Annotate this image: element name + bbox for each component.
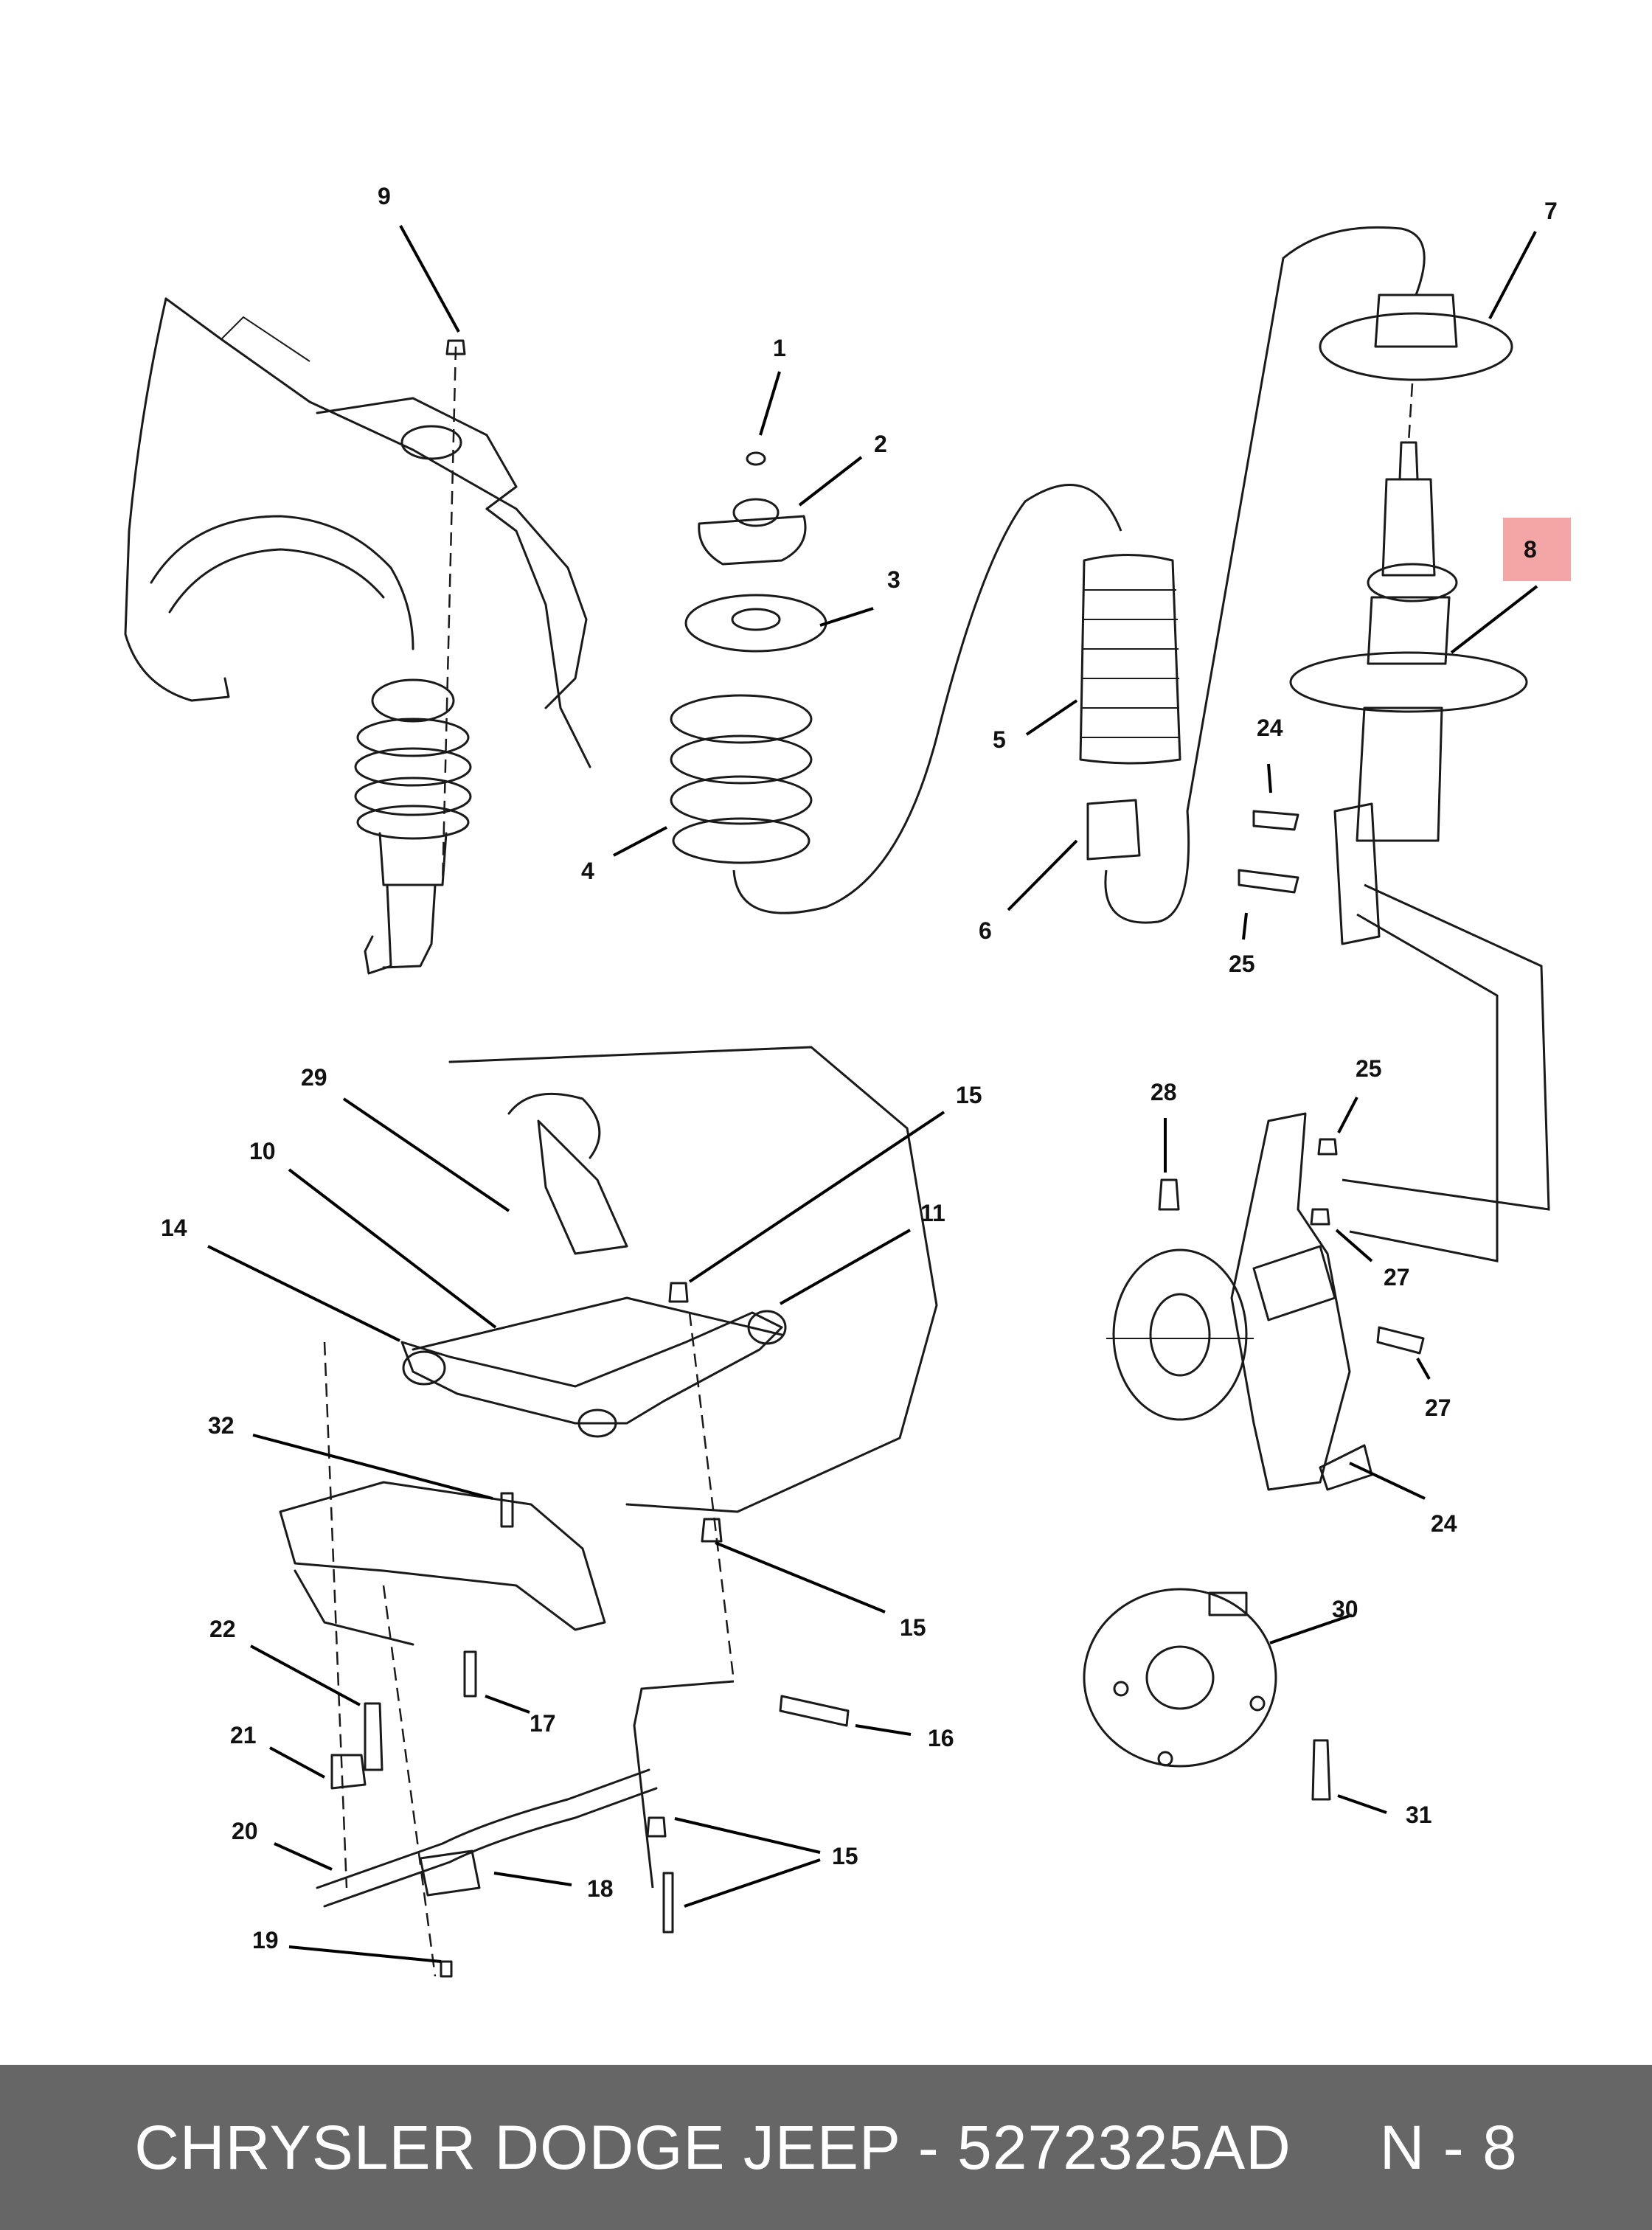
callout-15-a: 15 [956,1082,982,1108]
callout-20: 20 [232,1818,258,1844]
callout-21: 21 [230,1722,257,1748]
callout-22: 22 [209,1616,236,1642]
strut-illustration [1289,293,1528,945]
callout-14: 14 [161,1215,187,1241]
bolt-27-drawing [1376,1326,1425,1355]
callout-16: 16 [928,1725,954,1751]
callout-24-bottom: 25 [1229,951,1255,977]
routing-line-a [732,484,1122,914]
callout-29: 29 [301,1064,327,1091]
routing-line-d [1349,913,1499,1262]
callout-19: 19 [252,1927,279,1953]
bolt-31-drawing [1311,1739,1331,1801]
engine-cradle-illustration [279,1046,938,1646]
callout-7: 7 [1544,198,1558,224]
sway-bar-illustration [316,1754,667,1908]
routing-line-b [1104,226,1426,924]
callout-28: 28 [1150,1079,1177,1105]
fender-illustration [124,297,591,768]
callout-32: 32 [208,1412,235,1439]
parts-diagram: 9 1 2 3 4 5 6 7 8 24 25 28 25 27 27 24 3… [124,183,1571,1978]
callout-3: 3 [887,566,900,593]
boot-and-bumper-illustration [1079,554,1181,861]
callout-15-b: 15 [900,1614,926,1641]
callout-4: 4 [581,858,594,884]
callout-25-bottom: 27 [1384,1264,1410,1291]
nut-9-drawing [445,339,466,355]
footer-code: N - 8 [1379,2112,1518,2182]
callout-24-top: 24 [1257,715,1283,741]
bolts-24-illustration [1238,810,1299,894]
nut-25a-drawing [1317,1138,1338,1156]
callout-6: 6 [979,917,992,944]
leader-lines [207,225,1538,1963]
callout-11: 11 [920,1200,945,1226]
callout-8: 8 [1524,536,1537,563]
hardware-bottom-illustration [364,1282,850,1978]
lower-control-arm-illustration [400,1310,787,1438]
callout-2: 2 [874,431,887,457]
callout-27: 27 [1425,1394,1451,1421]
callout-9: 9 [378,183,391,209]
nut-28-drawing [1158,1178,1180,1211]
footer-bar: CHRYSLER DODGE JEEP - 5272325AD N - 8 [0,2065,1652,2230]
callout-17: 17 [530,1710,556,1737]
callout-23: 24 [1431,1510,1457,1537]
callout-1: 1 [773,335,786,361]
callout-18: 18 [587,1875,614,1902]
callout-15-c: 15 [832,1843,858,1869]
callout-labels: 9 1 2 3 4 5 6 7 8 24 25 28 25 27 27 24 3… [161,183,1558,1953]
routing-line-c [1342,883,1550,1211]
strut-assembly-installed [354,678,472,975]
fender-dash-line [441,346,457,886]
callout-25-top: 25 [1356,1055,1382,1082]
cradle-dash-b [382,1585,437,1977]
cradle-dash-d [633,1680,735,1889]
spring-stack-illustration [670,451,827,864]
callout-31: 31 [1406,1802,1432,1828]
knuckle-illustration [1106,1112,1373,1491]
callout-5: 5 [993,726,1006,753]
footer-title: CHRYSLER DODGE JEEP - 5272325AD [134,2112,1291,2182]
highlight-box [1503,518,1571,581]
cradle-dash-a [323,1341,348,1889]
callout-30: 30 [1332,1596,1358,1622]
shield-illustration [1083,1588,1277,1768]
callout-10: 10 [249,1138,276,1164]
nut-25b-drawing [1310,1208,1330,1226]
